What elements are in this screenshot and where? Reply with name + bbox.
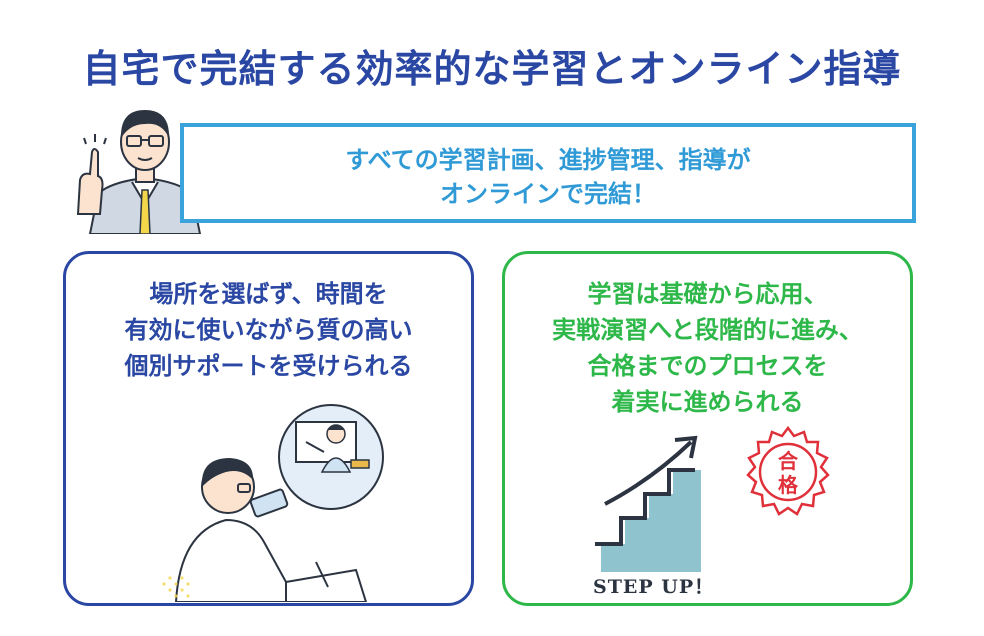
student-online-lesson-illustration <box>162 404 384 602</box>
page-title: 自宅で完結する効率的な学習とオンライン指導 <box>82 47 902 91</box>
step-up-label: STEP UP！ <box>593 576 715 598</box>
stamp-char-1: 合 <box>778 449 799 473</box>
online-banner: すべての学習計画、進捗管理、指導が オンラインで完結！ <box>180 123 916 223</box>
banner-text: すべての学習計画、進捗管理、指導が オンラインで完結！ <box>184 143 912 211</box>
right-card-text: 学習は基礎から応用、 実戦演習へと段階的に進み、 合格までのプロセスを 着実に進… <box>505 276 910 420</box>
left-card-line: 場所を選ばず、時間を <box>149 280 388 308</box>
right-card-line: 合格までのプロセスを <box>587 352 828 380</box>
banner-line-2: オンラインで完結！ <box>440 180 656 208</box>
left-card-line: 個別サポートを受けられる <box>124 352 413 380</box>
banner-line-1: すべての学習計画、進捗管理、指導が <box>345 146 751 174</box>
left-card-text: 場所を選ばず、時間を 有効に使いながら質の高い 個別サポートを受けられる <box>66 276 471 384</box>
right-card-line: 実戦演習へと段階的に進み、 <box>552 316 863 344</box>
flexible-learning-card: 場所を選ばず、時間を 有効に使いながら質の高い 個別サポートを受けられる <box>63 251 474 606</box>
teacher-pointing-illustration <box>76 110 202 234</box>
left-card-line: 有効に使いながら質の高い <box>124 316 413 344</box>
stamp-char-2: 格 <box>778 473 799 497</box>
step-up-stairs-icon <box>595 435 701 572</box>
progressive-learning-card: 学習は基礎から応用、 実戦演習へと段階的に進み、 合格までのプロセスを 着実に進… <box>502 251 913 606</box>
pass-stamp-icon: 合 格 <box>746 425 830 516</box>
right-card-line: 着実に進められる <box>611 388 804 416</box>
right-card-line: 学習は基礎から応用、 <box>587 280 828 308</box>
